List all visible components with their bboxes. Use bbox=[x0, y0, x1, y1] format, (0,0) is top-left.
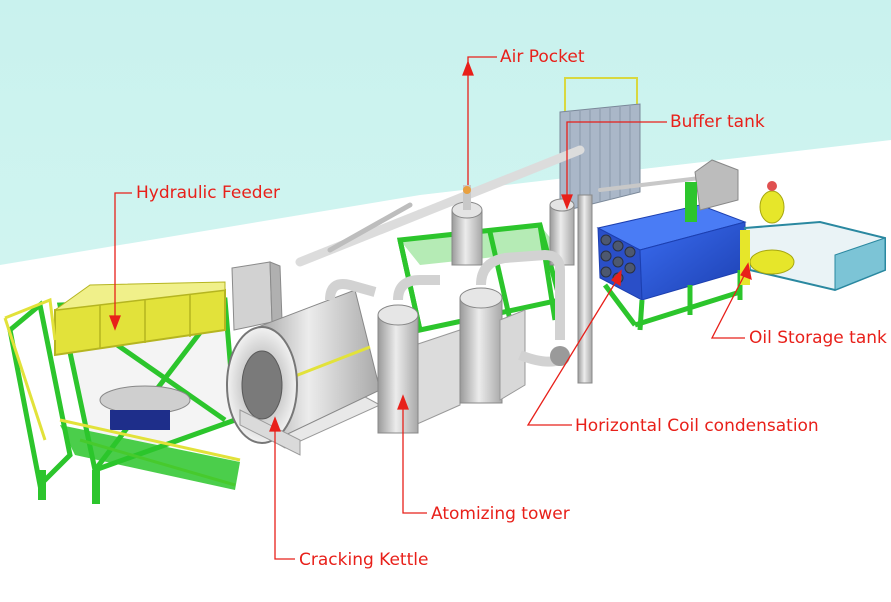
annotation-leaders bbox=[109, 56, 752, 560]
overhead-pipes bbox=[295, 145, 702, 267]
small-vessel bbox=[549, 194, 593, 384]
oil-storage-tank bbox=[740, 181, 886, 292]
horizontal-coil-condenser bbox=[596, 159, 747, 331]
hydraulic-feeder bbox=[3, 281, 241, 504]
label-hydraulic-feeder: Hydraulic Feeder bbox=[136, 183, 281, 203]
label-atomizing-tower: Atomizing tower bbox=[431, 504, 570, 524]
label-air-pocket: Air Pocket bbox=[500, 47, 585, 67]
label-horizontal-coil-condensation: Horizontal Coil condensation bbox=[575, 416, 819, 436]
air-pocket bbox=[451, 185, 483, 266]
label-oil-storage-tank: Oil Storage tank bbox=[749, 328, 887, 348]
label-cracking-kettle: Cracking Kettle bbox=[299, 550, 429, 570]
control-cabinet bbox=[231, 261, 283, 331]
atomizing-tower bbox=[325, 249, 570, 434]
buffer-tank bbox=[559, 77, 641, 213]
label-buffer-tank: Buffer tank bbox=[670, 112, 765, 132]
